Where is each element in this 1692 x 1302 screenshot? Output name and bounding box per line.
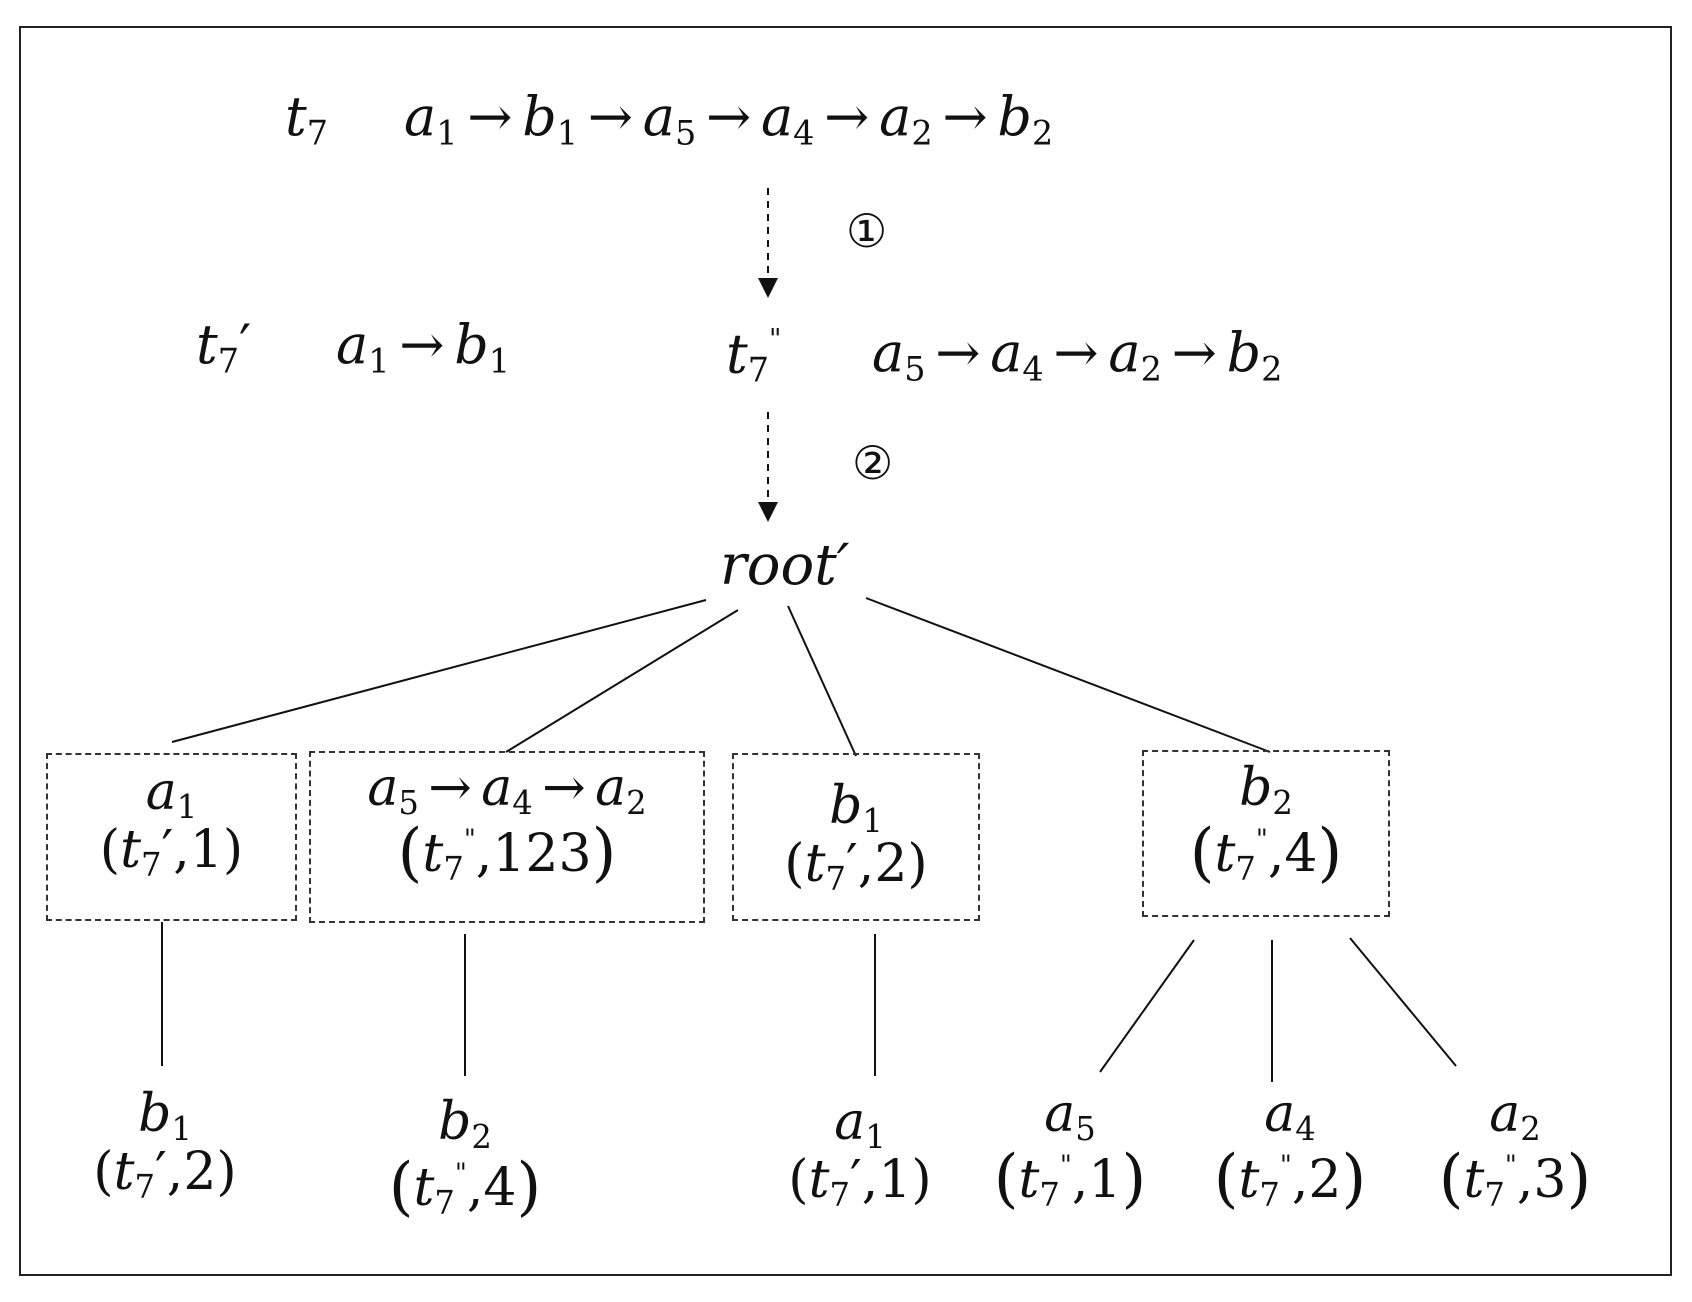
seq-item-a4: a4: [760, 85, 815, 153]
diagram-frame: [19, 26, 1672, 1276]
leaf-a2: a2 (t7",3): [1438, 1084, 1592, 1215]
node-b2: b2 (t7",4): [1189, 758, 1343, 889]
leaf-a4: a4 (t7",2): [1213, 1084, 1367, 1215]
node-b1: b1 (t7′,2): [784, 776, 928, 898]
t7-prime-label: t7′: [196, 313, 252, 381]
t7-prime-sequence: a1→b1: [336, 313, 511, 381]
edge-b2-a2: [1349, 937, 1457, 1067]
box-a5a4a2: [309, 751, 705, 923]
t7-label: t7: [285, 85, 328, 153]
box-b1: [732, 753, 980, 921]
node-a1: a1 (t7′,1): [99, 762, 244, 884]
edge-root-b1: [787, 605, 857, 757]
seq-item-b1: b1: [522, 85, 579, 153]
t7-dprime-label: t7": [726, 322, 782, 390]
seq-item-a1: a1: [404, 85, 458, 153]
edge-root-a1: [171, 599, 707, 743]
edge-b2-a5: [1099, 939, 1195, 1073]
edge-root-b2: [865, 597, 1271, 753]
box-a1: [46, 753, 297, 921]
seq-item-a2: a2: [879, 85, 933, 153]
step-one-marker: ①: [846, 204, 888, 258]
leaf-b2: b2 (t7",4): [388, 1092, 542, 1223]
leaf-a1: a1 (t7′,1): [788, 1092, 932, 1214]
root-prime-node: root′: [720, 533, 850, 598]
seq-item-a5: a5: [642, 85, 697, 153]
t7-sequence: a1→b1→a5→a4→a2→b2: [404, 85, 1054, 153]
seq-item-b2: b2: [997, 85, 1054, 153]
edge-root-a5a4a2: [505, 609, 739, 753]
leaf-b1: b1 (t7′,2): [93, 1084, 237, 1206]
leaf-a5: a5 (t7",1): [993, 1084, 1147, 1215]
t7-dprime-sequence: a5→a4→a2→b2: [872, 321, 1283, 389]
step-two-marker: ②: [852, 436, 894, 490]
box-b2: [1142, 750, 1390, 917]
node-a5a4a2: a5→a4→a2 (t7",123): [367, 758, 647, 889]
